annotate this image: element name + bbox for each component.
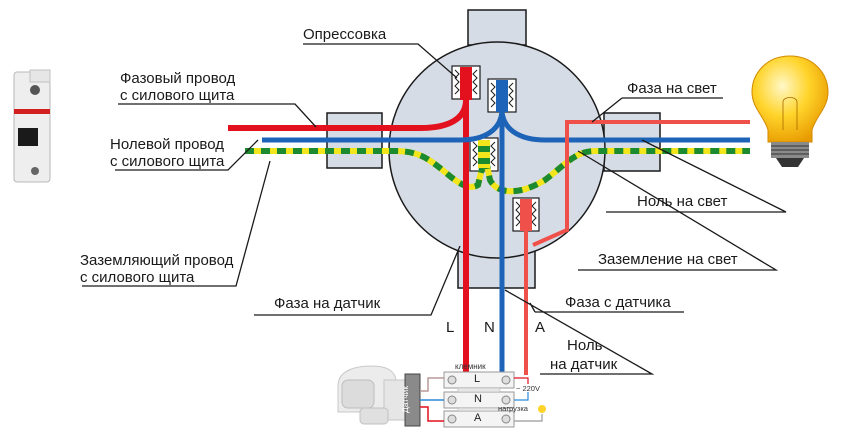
- label-phase-from-sensor: Фаза с датчика: [565, 294, 671, 311]
- label-neutral-from-panel-2: с силового щита: [110, 153, 225, 170]
- leader-ground-to-light: [577, 150, 779, 271]
- label-wire-L: L: [446, 319, 455, 336]
- terminal-block-title: клемник: [455, 362, 486, 371]
- label-wire-N: N: [484, 319, 495, 336]
- leader-crimping: [303, 43, 458, 79]
- neutral-wire: [262, 80, 750, 375]
- label-neutral-to-sensor-2: на датчик: [550, 356, 618, 373]
- leader-phase-to-light: [591, 97, 723, 123]
- label-neutral-to-sensor-1: Ноль: [567, 337, 603, 354]
- leader-neutral-to-light: [606, 139, 787, 213]
- leader-neutral-from-panel: [115, 139, 259, 171]
- phase-wire: [228, 67, 472, 375]
- label-ground-to-light: Заземление на свет: [598, 251, 738, 268]
- label-phase-to-sensor: Фаза на датчик: [274, 295, 381, 312]
- circuit-breaker-icon: [13, 69, 51, 183]
- sensor-label: Датчик: [400, 385, 410, 413]
- switched-phase-wire: [520, 120, 750, 375]
- label-phase-to-light: Фаза на свет: [627, 80, 717, 97]
- small-bulb-icon: [538, 405, 546, 413]
- label-crimping: Опрессовка: [303, 26, 387, 43]
- label-wire-A: A: [535, 319, 546, 336]
- motion-sensor-icon: [337, 365, 407, 425]
- supply-note: ~ 220V: [516, 384, 540, 393]
- terminal-block: [404, 371, 546, 428]
- leader-phase-from-panel: [118, 103, 317, 128]
- label-phase-from-panel-2: с силового щита: [120, 87, 235, 104]
- terminal-A: A: [474, 412, 482, 424]
- label-neutral-from-panel-1: Нолевой провод: [110, 136, 225, 153]
- leader-phase-to-sensor: [254, 245, 461, 316]
- leader-ground-from-panel: [82, 160, 271, 287]
- label-ground-from-panel-1: Заземляющий провод: [80, 252, 234, 269]
- label-phase-from-panel-1: Фазовый провод: [120, 70, 236, 87]
- box-entry-top: [467, 9, 527, 46]
- leader-lines: [82, 43, 787, 375]
- light-bulb-icon: [751, 55, 829, 167]
- label-neutral-to-light: Ноль на свет: [637, 193, 728, 210]
- terminal-N: N: [474, 393, 482, 405]
- label-ground-from-panel-2: с силового щита: [80, 269, 195, 286]
- terminal-L: L: [474, 373, 481, 385]
- load-note: нагрузка: [498, 404, 528, 413]
- leader-neutral-to-sensor: [504, 289, 655, 375]
